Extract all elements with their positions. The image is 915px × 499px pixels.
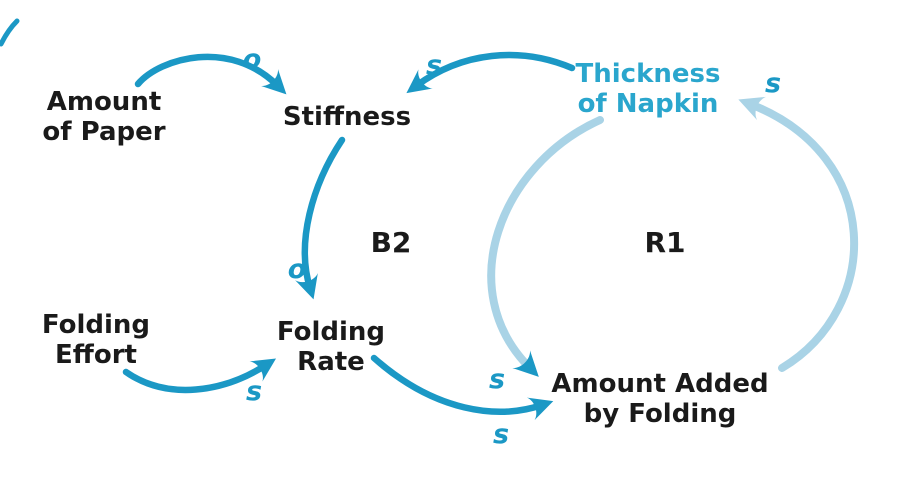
arc-amount-added-to-thickness bbox=[738, 96, 859, 372]
node-amount-of-paper-line1: Amount bbox=[47, 87, 162, 117]
loop-label-b2: B2 bbox=[371, 226, 412, 259]
link-label-thickness-to-amount-added: s bbox=[489, 364, 505, 395]
edge-arrow-fragment bbox=[0, 18, 20, 47]
arrow-thickness-to-stiffness bbox=[406, 51, 576, 94]
node-amount-of-paper-line2: of Paper bbox=[42, 117, 165, 147]
link-label-paper-to-stiffness: o bbox=[243, 44, 262, 75]
node-thickness-of-napkin-line1: Thickness bbox=[576, 59, 721, 89]
arrow-effort-to-folding-rate bbox=[122, 358, 277, 394]
arrow-stiffness-to-folding-rate bbox=[295, 136, 346, 300]
loop-label-r1: R1 bbox=[644, 226, 685, 259]
node-thickness-of-napkin-line2: of Napkin bbox=[578, 89, 719, 119]
link-label-stiffness-to-folding-rate: o bbox=[288, 254, 307, 285]
node-stiffness: Stiffness bbox=[283, 102, 411, 132]
arrow-folding-rate-to-amount-added bbox=[370, 354, 554, 421]
node-folding-rate-line2: Rate bbox=[297, 347, 365, 377]
node-folding-rate-line1: Folding bbox=[277, 317, 385, 347]
arc-thickness-to-amount-added bbox=[487, 116, 604, 377]
node-folding-effort-line2: Effort bbox=[55, 340, 137, 370]
link-label-thickness-to-stiffness: s bbox=[426, 50, 442, 81]
node-amount-added-line2: by Folding bbox=[584, 399, 737, 429]
link-label-amount-added-to-thickness: s bbox=[765, 68, 781, 99]
arrow-paper-to-stiffness bbox=[134, 53, 287, 95]
node-folding-effort-line1: Folding bbox=[42, 310, 150, 340]
link-label-effort-to-folding-rate: s bbox=[246, 376, 262, 407]
link-label-folding-rate-to-amount-added: s bbox=[493, 419, 509, 450]
node-amount-added-line1: Amount Added bbox=[551, 369, 768, 399]
